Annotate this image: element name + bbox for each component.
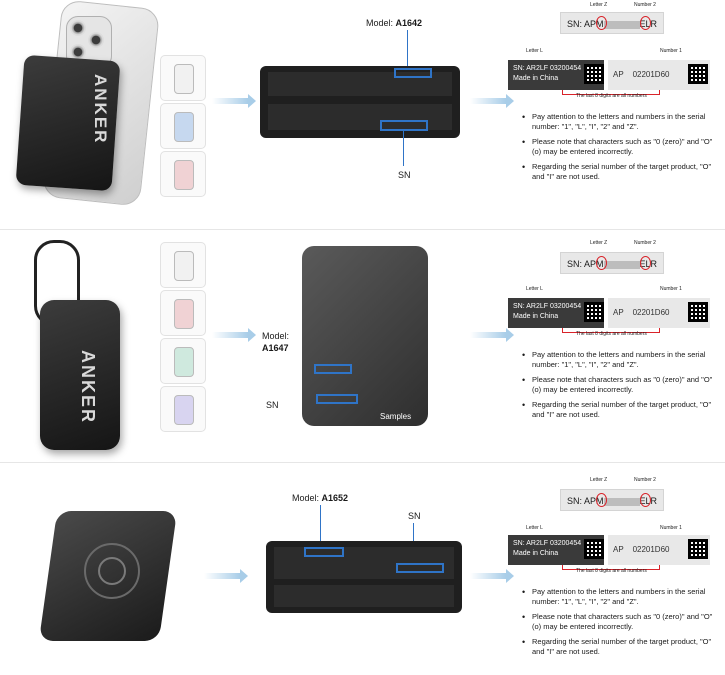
number-1-label: Number 1 xyxy=(660,525,682,531)
wireless-charging-ring xyxy=(98,557,126,585)
arrow-icon xyxy=(470,328,514,342)
last-8-digits-bracket xyxy=(562,90,660,95)
lens xyxy=(70,20,86,36)
qr-code-icon xyxy=(688,64,708,84)
arrow-icon xyxy=(212,94,256,108)
letter-l-label: Letter L xyxy=(526,525,543,531)
letter-z-ring xyxy=(596,16,607,30)
last-8-digits-note: The last 8 digits are all numbers xyxy=(576,331,647,337)
label-icons-strip xyxy=(268,104,452,130)
last-8-digits-note: The last 8 digits are all numbers xyxy=(576,93,647,99)
variant-thumb-purple[interactable] xyxy=(160,386,206,432)
variant-thumb-pink[interactable] xyxy=(160,290,206,336)
number-2-ring xyxy=(640,256,651,270)
number-2-label: Number 2 xyxy=(634,240,656,246)
note-item: Regarding the serial number of the targe… xyxy=(520,162,720,182)
number-2-ring xyxy=(640,493,651,507)
variant-thumb-white[interactable] xyxy=(160,55,206,101)
brand-logo: ANKER xyxy=(91,74,110,145)
product-photo-a1652 xyxy=(28,503,188,663)
sn-callout-line xyxy=(403,130,404,166)
model-highlight-box xyxy=(304,547,344,557)
note-item: Please note that characters such as "0 (… xyxy=(520,137,720,157)
note-item: Pay attention to the letters and numbers… xyxy=(520,350,720,370)
model-callout-line xyxy=(407,30,408,70)
note-item: Please note that characters such as "0 (… xyxy=(520,375,720,395)
note-item: Regarding the serial number of the targe… xyxy=(520,637,720,657)
arrow-icon xyxy=(470,569,514,583)
product-photo-a1642: ANKER xyxy=(14,0,161,207)
arrow-icon xyxy=(470,94,514,108)
model-label: Model: A1642 xyxy=(366,18,423,28)
last-8-digits-note: The last 8 digits are all numbers xyxy=(576,568,647,574)
arrow-icon xyxy=(212,328,256,342)
model-label: Model:A1647 xyxy=(262,331,290,353)
letter-z-ring xyxy=(596,493,607,507)
qr-code-icon xyxy=(584,64,604,84)
qr-code-icon xyxy=(584,539,604,559)
note-item: Regarding the serial number of the targe… xyxy=(520,400,720,420)
sn-label: SN xyxy=(408,511,421,521)
model-highlight-box xyxy=(394,68,432,78)
product-photo-a1647: ANKER xyxy=(30,240,150,455)
arrow-icon xyxy=(204,569,248,583)
qr-code-icon xyxy=(688,302,708,322)
letter-z-label: Letter Z xyxy=(590,477,608,483)
last-8-digits-bracket xyxy=(562,565,660,570)
letter-z-label: Letter Z xyxy=(590,2,608,8)
note-item: Please note that characters such as "0 (… xyxy=(520,612,720,632)
letter-z-ring xyxy=(596,256,607,270)
last-8-digits-bracket xyxy=(562,328,660,333)
sn-label: SN xyxy=(266,400,279,410)
number-1-label: Number 1 xyxy=(660,286,682,292)
number-2-label: Number 2 xyxy=(634,2,656,8)
variant-thumb-blue[interactable] xyxy=(160,103,206,149)
section-a1652: Model: A1652 SN Letter Z Number 2 SN: AP… xyxy=(0,463,725,675)
variant-thumb-green[interactable] xyxy=(160,338,206,384)
section-divider xyxy=(0,229,725,230)
device-back-photo xyxy=(302,246,428,426)
samples-label: Samples xyxy=(380,412,412,421)
model-callout-line xyxy=(320,505,321,549)
wireless-charging-ring xyxy=(84,543,140,599)
number-2-label: Number 2 xyxy=(634,477,656,483)
power-bank-image xyxy=(40,300,120,450)
sn-highlight-box xyxy=(316,394,358,404)
number-2-ring xyxy=(640,16,651,30)
number-1-label: Number 1 xyxy=(660,48,682,54)
sn-label: SN xyxy=(398,170,411,180)
model-highlight-box xyxy=(314,364,352,374)
lens xyxy=(88,32,104,48)
model-label: Model: A1652 xyxy=(292,493,349,503)
notes-list: Pay attention to the letters and numbers… xyxy=(520,587,720,662)
notes-list: Pay attention to the letters and numbers… xyxy=(520,350,720,425)
section-a1642: ANKER Model: A1642 SN Letter Z Number 2 … xyxy=(0,0,725,228)
sn-highlight-box xyxy=(380,120,428,131)
letter-l-label: Letter L xyxy=(526,286,543,292)
variant-thumb-white[interactable] xyxy=(160,242,206,288)
qr-code-icon xyxy=(584,302,604,322)
section-divider xyxy=(0,462,725,463)
variant-thumb-pink[interactable] xyxy=(160,151,206,197)
lens xyxy=(70,44,86,60)
brand-logo: ANKER xyxy=(78,350,98,425)
notes-list: Pay attention to the letters and numbers… xyxy=(520,112,720,187)
letter-z-label: Letter Z xyxy=(590,240,608,246)
qr-code-icon xyxy=(688,539,708,559)
letter-l-label: Letter L xyxy=(526,48,543,54)
sn-highlight-box xyxy=(396,563,444,573)
section-a1647: ANKER Model:A1647 SN Samples Letter Z Nu… xyxy=(0,230,725,462)
note-item: Pay attention to the letters and numbers… xyxy=(520,112,720,132)
label-photo-a1652 xyxy=(266,541,462,613)
note-item: Pay attention to the letters and numbers… xyxy=(520,587,720,607)
label-icons-strip xyxy=(274,585,454,607)
